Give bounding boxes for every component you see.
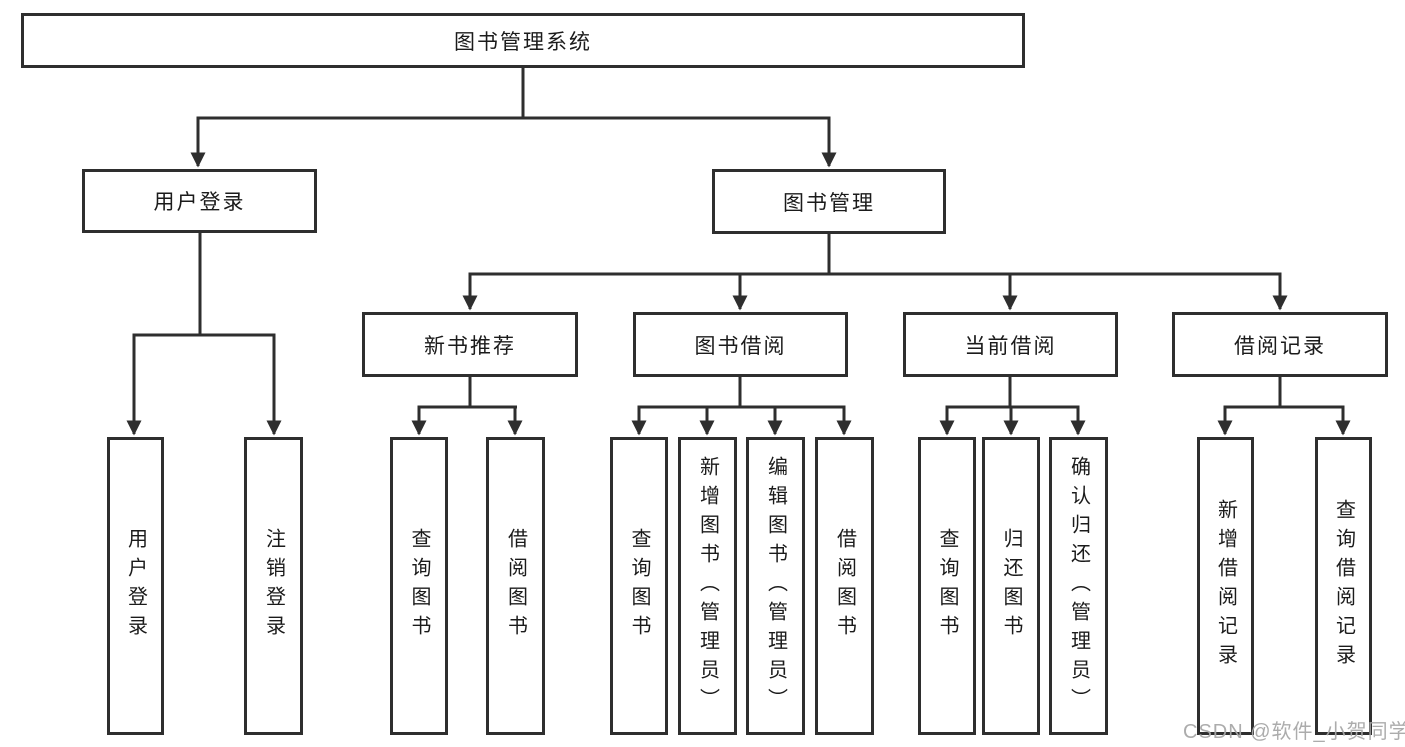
node-label: 注销登录 [262,528,285,644]
node-label: 编辑图书（管理员） [764,455,787,717]
node-label: 图书管理系统 [454,30,592,54]
leaf-query-books-borrowing: 查询图书 [610,437,668,735]
leaf-add-borrow-record: 新增借阅记录 [1197,437,1254,735]
node-label: 借阅记录 [1234,334,1326,358]
watermark-text: CSDN @软件_小贺同学 [1183,721,1405,743]
leaf-borrow-books-borrowing: 借阅图书 [815,437,874,735]
leaf-logout: 注销登录 [244,437,303,735]
node-label: 新书推荐 [424,334,516,358]
node-label: 用户登录 [124,528,147,644]
leaf-query-books-recommendation: 查询图书 [390,437,448,735]
node-label: 确认归还（管理员） [1067,455,1090,717]
node-book-management: 图书管理 [712,169,946,234]
node-label: 查询图书 [936,528,958,644]
node-label: 查询图书 [408,528,430,644]
leaf-confirm-return-admin: 确认归还（管理员） [1049,437,1108,735]
leaf-add-books-admin: 新增图书（管理员） [678,437,737,735]
node-label: 新增借阅记录 [1214,499,1237,673]
node-book-borrowing: 图书借阅 [633,312,848,377]
node-label: 图书管理 [783,191,875,215]
leaf-edit-books-admin: 编辑图书（管理员） [746,437,805,735]
node-new-book-recommendation: 新书推荐 [362,312,578,377]
node-label: 当前借阅 [964,334,1057,358]
node-label: 查询借阅记录 [1332,499,1355,673]
node-library-management-system: 图书管理系统 [21,13,1025,68]
node-label: 归还图书 [1000,528,1022,644]
node-label: 借阅图书 [833,528,856,644]
node-current-borrowing: 当前借阅 [903,312,1118,377]
node-label: 新增图书（管理员） [696,455,719,717]
leaf-query-books-current: 查询图书 [918,437,976,735]
leaf-user-login: 用户登录 [107,437,164,735]
node-label: 查询图书 [628,528,650,644]
node-label: 图书借阅 [694,334,787,358]
leaf-query-borrow-record: 查询借阅记录 [1315,437,1372,735]
leaf-return-books: 归还图书 [982,437,1040,735]
node-label: 用户登录 [153,191,246,214]
node-user-login: 用户登录 [82,169,317,233]
node-borrowing-records: 借阅记录 [1172,312,1388,377]
leaf-borrow-books-recommendation: 借阅图书 [486,437,545,735]
node-label: 借阅图书 [504,528,527,644]
